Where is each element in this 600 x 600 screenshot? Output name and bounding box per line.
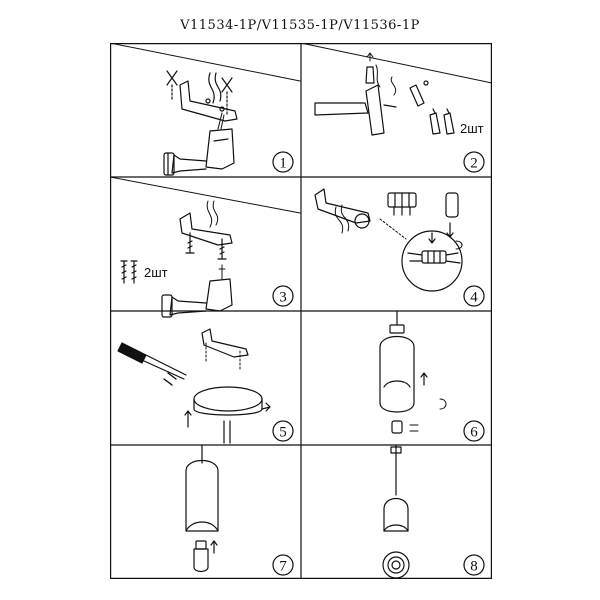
wall-plug bbox=[409, 84, 425, 107]
step-4-panel: 4 bbox=[314, 188, 485, 307]
step-8-panel: 8 bbox=[382, 444, 485, 579]
screwdriver-drill-icon bbox=[161, 264, 233, 318]
step-6-panel: 6 bbox=[379, 310, 485, 442]
step-2-panel: 2шт 2 bbox=[300, 43, 492, 173]
step-4-number: 4 bbox=[470, 290, 478, 306]
screwdriver-icon bbox=[117, 342, 187, 380]
mounting-bracket bbox=[201, 328, 249, 358]
screw-pair bbox=[120, 260, 138, 284]
terminal-connection-detail bbox=[407, 232, 463, 264]
mounting-bracket bbox=[314, 188, 371, 224]
ceiling-canopy bbox=[193, 386, 263, 444]
step-5-panel: 5 bbox=[117, 328, 294, 444]
step-7-number: 7 bbox=[279, 559, 287, 575]
mounting-bracket bbox=[179, 80, 238, 122]
step-7-panel: 7 bbox=[185, 444, 294, 576]
step-8-number: 8 bbox=[470, 559, 478, 575]
quantity-label: 2шт bbox=[144, 265, 168, 280]
ceiling-line bbox=[300, 43, 492, 84]
detail-magnifier bbox=[401, 230, 463, 292]
lamp-bottom-view bbox=[382, 551, 410, 579]
drill-icon bbox=[163, 112, 235, 176]
step-1-number: 1 bbox=[279, 156, 287, 172]
step-2-number: 2 bbox=[470, 156, 478, 172]
ceiling-line bbox=[110, 176, 301, 214]
step-1-panel: 1 bbox=[110, 43, 301, 176]
quantity-label: 2шт bbox=[460, 121, 484, 136]
document-title: V11534-1P/V11535-1P/V11536-1P bbox=[180, 18, 420, 33]
step-6-number: 6 bbox=[470, 425, 478, 441]
ceiling-wires bbox=[208, 72, 222, 104]
step-5-number: 5 bbox=[279, 425, 287, 441]
wire-connector-cap bbox=[445, 192, 459, 218]
hammer-icon bbox=[314, 84, 397, 136]
mounting-bracket bbox=[179, 212, 233, 246]
light-bulb-icon bbox=[193, 540, 209, 573]
wall-plug bbox=[365, 66, 375, 84]
wall-plug-pair bbox=[429, 108, 455, 135]
step-3-number: 3 bbox=[279, 290, 287, 306]
step-3-panel: 2шт 3 bbox=[110, 176, 301, 318]
lamp-shade bbox=[185, 459, 219, 532]
pendant-lamp bbox=[383, 497, 409, 532]
instruction-grid: 1 2шт 2 bbox=[110, 43, 492, 579]
lamp-socket bbox=[391, 420, 419, 434]
glass-shade bbox=[379, 324, 415, 413]
ceiling-line bbox=[110, 43, 301, 82]
terminal-block-icon bbox=[387, 192, 417, 216]
